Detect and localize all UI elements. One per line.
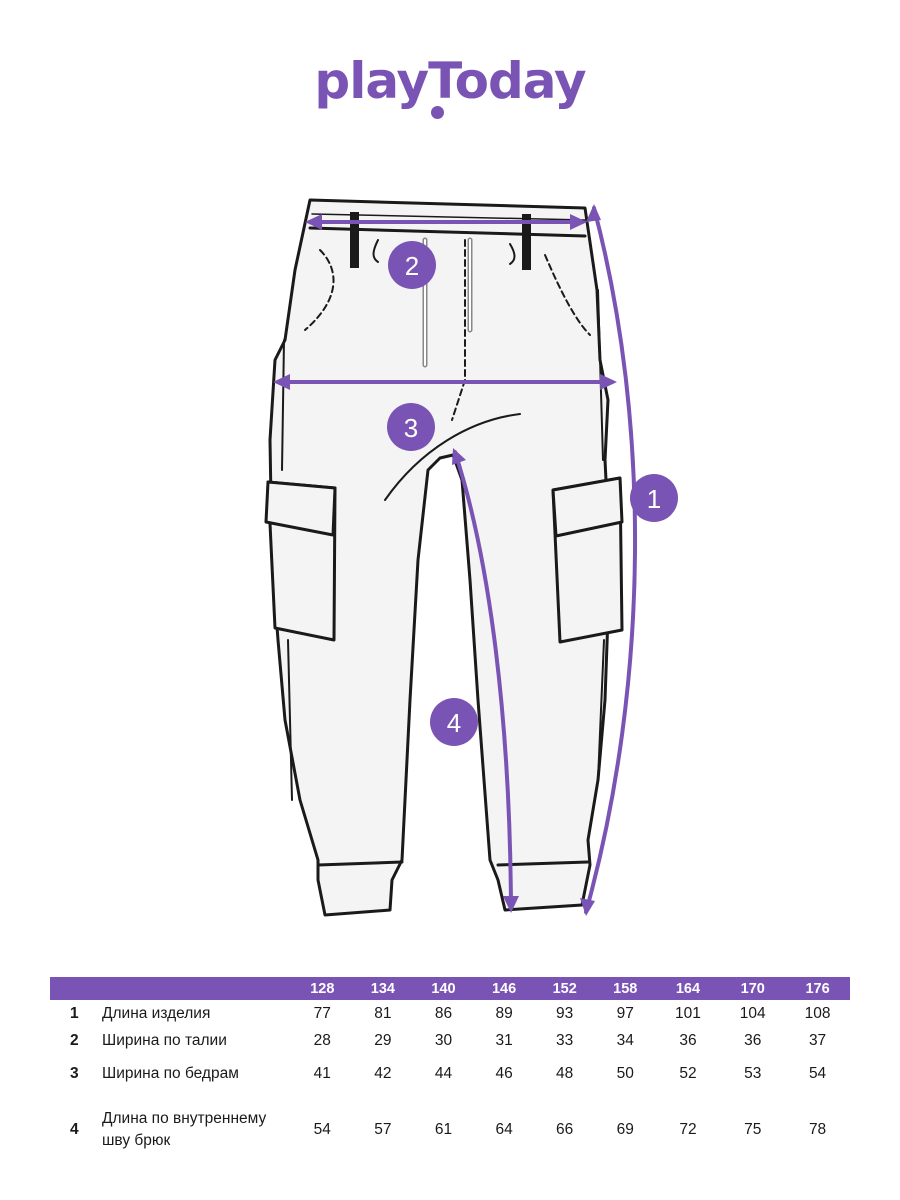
table-cell: 69 <box>616 1121 634 1138</box>
table-cell: 108 <box>804 1005 831 1022</box>
row-label: Длина изделия <box>102 1005 211 1022</box>
size-header-row: 128 134 140 146 152 158 164 170 176 <box>50 977 850 1000</box>
table-row: 3 Ширина по бедрам 41 42 44 46 48 50 52 … <box>50 1054 850 1094</box>
table-cell: 64 <box>495 1121 513 1138</box>
svg-text:1: 1 <box>647 484 661 514</box>
table-cell: 54 <box>808 1065 827 1082</box>
size-header: 176 <box>785 977 850 1000</box>
left-cuff <box>316 860 404 867</box>
table-cell: 97 <box>616 1005 634 1022</box>
table-cell: 33 <box>556 1032 574 1049</box>
size-header: 146 <box>473 977 535 1000</box>
table-cell: 28 <box>313 1032 331 1049</box>
table-cell: 66 <box>556 1121 574 1138</box>
table-cell: 81 <box>374 1005 392 1022</box>
size-header: 158 <box>594 977 656 1000</box>
pants-diagram: 1 2 3 4 <box>264 198 678 917</box>
table-cell: 78 <box>808 1121 827 1138</box>
size-header: 134 <box>352 977 414 1000</box>
brand-logo-dot <box>431 106 444 119</box>
size-header: 164 <box>655 977 721 1000</box>
table-cell: 93 <box>556 1005 574 1022</box>
measure-line-1 <box>584 206 638 914</box>
row-label: Ширина по бедрам <box>102 1065 239 1082</box>
row-number: 4 <box>70 1121 79 1138</box>
table-cell: 44 <box>434 1065 453 1082</box>
table-cell: 41 <box>313 1065 331 1082</box>
table-cell: 77 <box>313 1005 331 1022</box>
table-cell: 86 <box>434 1005 453 1022</box>
table-cell: 61 <box>434 1121 453 1138</box>
table-cell: 101 <box>675 1005 701 1022</box>
table-cell: 54 <box>313 1121 331 1138</box>
row-label: Ширина по талии <box>102 1032 227 1049</box>
table-cell: 46 <box>495 1065 513 1082</box>
badge-1: 1 <box>630 474 678 522</box>
table-cell: 72 <box>679 1121 697 1138</box>
table-cell: 42 <box>374 1065 392 1082</box>
table-cell: 37 <box>808 1032 827 1049</box>
svg-text:4: 4 <box>447 708 461 738</box>
row-number: 2 <box>70 1032 79 1049</box>
badge-3: 3 <box>387 403 435 451</box>
measure-line-4 <box>453 450 513 910</box>
table-row: 2 Ширина по талии 28 29 30 31 33 34 36 3… <box>50 1028 850 1054</box>
table-cell: 53 <box>744 1065 762 1082</box>
table-cell: 31 <box>495 1032 513 1049</box>
table-cell: 48 <box>556 1065 574 1082</box>
table-row: 1 Длина изделия 77 81 86 89 93 97 101 10… <box>50 1000 850 1028</box>
size-header: 128 <box>292 977 353 1000</box>
table-cell: 30 <box>434 1032 453 1049</box>
size-table: 128 134 140 146 152 158 164 170 176 1 Дл… <box>50 977 850 1166</box>
row-number: 1 <box>70 1005 79 1022</box>
table-cell: 57 <box>374 1121 392 1138</box>
table-cell: 50 <box>616 1065 634 1082</box>
row-label: Длина по внутреннему шву брюк <box>102 1110 267 1149</box>
svg-text:2: 2 <box>405 251 419 281</box>
right-cuff <box>496 860 590 867</box>
badge-4: 4 <box>430 698 478 746</box>
table-cell: 104 <box>739 1005 766 1022</box>
table-cell: 34 <box>616 1032 634 1049</box>
table-cell: 36 <box>744 1032 762 1049</box>
row-number: 3 <box>70 1065 79 1082</box>
badge-2: 2 <box>388 241 436 289</box>
table-cell: 52 <box>679 1065 697 1082</box>
brand-logo: playToday <box>314 52 586 110</box>
table-cell: 29 <box>374 1032 392 1049</box>
table-cell: 36 <box>679 1032 697 1049</box>
svg-text:3: 3 <box>404 413 418 443</box>
size-header: 152 <box>534 977 595 1000</box>
size-header: 140 <box>413 977 474 1000</box>
table-row: 4 Длина по внутреннему шву брюк 54 57 61… <box>50 1094 850 1166</box>
table-cell: 75 <box>744 1121 762 1138</box>
size-header: 170 <box>720 977 786 1000</box>
table-cell: 89 <box>495 1005 513 1022</box>
